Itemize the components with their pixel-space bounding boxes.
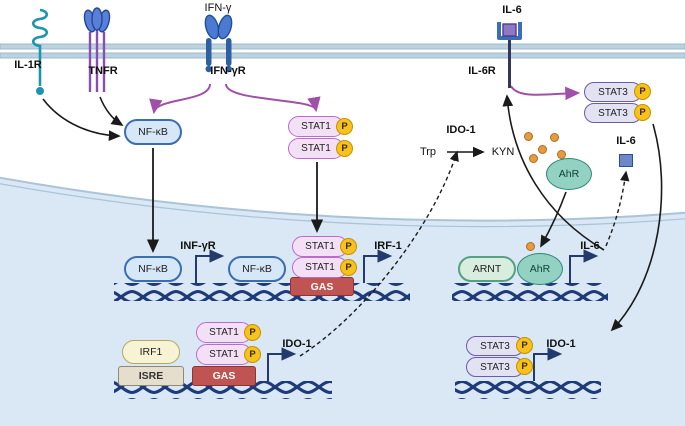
stat3-nucleus-1: STAT3	[466, 336, 524, 356]
kyn-molecule-dot	[550, 133, 559, 142]
nfkb-cytoplasm: NF-κB	[124, 119, 182, 145]
il6-ligand-label: IL-6	[502, 4, 522, 16]
transcription-arrow-ido1-right	[533, 347, 563, 381]
tnfr-receptor-icon	[83, 7, 111, 92]
isre-element: ISRE	[118, 366, 184, 386]
transcription-arrow-il6	[569, 249, 599, 283]
stat3-cytoplasm-1: STAT3	[584, 82, 642, 102]
gene-label-il6: IL-6	[580, 240, 600, 252]
arrow-stat3-to-ido1-gene	[610, 123, 663, 332]
arrow-il6r-to-stat3	[510, 85, 581, 101]
il6-protein-label: IL-6	[616, 135, 636, 147]
arrow-tnfr-to-nfkb	[99, 96, 124, 126]
nfkb-nucleus-1: NF-κB	[124, 256, 182, 282]
gene-label-ido1-left: IDO-1	[282, 338, 312, 350]
arnt-protein: ARNT	[458, 256, 516, 282]
arrow-ifngr-to-stat1	[225, 83, 321, 113]
irf1-protein: IRF1	[122, 340, 180, 364]
nfkb-nucleus-2: NF-κB	[228, 256, 286, 282]
transcription-arrow-infgr	[195, 249, 225, 283]
transcription-arrow-irf1	[363, 249, 393, 283]
stat1-bottomleft-1: STAT1	[196, 322, 252, 343]
transcription-arrow-ido1-left	[267, 347, 297, 381]
gas-element-1: GAS	[290, 277, 354, 296]
arrow-ahr-to-nucleus	[540, 191, 567, 248]
ahr-nucleus: AhR	[517, 253, 563, 285]
phospho-badge: P	[516, 337, 533, 354]
arrow-il1r-to-nfkb	[42, 98, 121, 142]
trp-label: Trp	[419, 146, 437, 158]
arrow-il6-gene-to-il6r	[502, 94, 605, 251]
cell-membrane	[0, 43, 685, 59]
ahr-cytoplasm: AhR	[546, 158, 592, 190]
kyn-molecule-dot	[529, 154, 538, 163]
phospho-badge: P	[634, 104, 651, 121]
ifng-ligand-icon	[204, 14, 233, 40]
gene-label-ido1-right: IDO-1	[546, 338, 576, 350]
ifng-ligand-label: IFN-γ	[204, 2, 232, 14]
stat3-cytoplasm-2: STAT3	[584, 103, 642, 123]
dna-strand-3	[452, 283, 608, 301]
arrow-ifngr-to-nfkb	[149, 83, 211, 115]
dashed-arrow-ido1-gene-to-enzyme	[299, 150, 459, 357]
ifngr-label: IFN-γR	[210, 65, 246, 77]
il1r-receptor-icon	[32, 8, 48, 95]
phospho-badge: P	[244, 324, 261, 341]
il6r-receptor-icon	[497, 22, 522, 88]
phospho-badge: P	[336, 140, 353, 157]
dashed-arrow-il6-gene-to-protein	[605, 170, 630, 247]
gas-element-2: GAS	[192, 366, 256, 386]
kyn-molecule-dot	[538, 145, 547, 154]
gene-label-irf1: IRF-1	[374, 240, 402, 252]
phospho-badge: P	[516, 358, 533, 375]
gene-label-infgr: INF-γR	[180, 240, 216, 252]
ido1-enzyme-label: IDO-1	[446, 124, 476, 136]
stat1-cytoplasm-2: STAT1	[288, 138, 344, 159]
il1r-label: IL-1R	[14, 59, 42, 71]
il6r-label: IL-6R	[468, 65, 496, 77]
phospho-badge: P	[634, 83, 651, 100]
stat1-nucleus-2: STAT1	[292, 257, 348, 278]
kyn-ligand-on-ahr	[526, 242, 535, 251]
tnfr-label: TNFR	[88, 65, 118, 77]
kyn-molecule-dot	[524, 132, 533, 141]
phospho-badge: P	[340, 238, 357, 255]
phospho-badge: P	[336, 118, 353, 135]
stat1-bottomleft-2: STAT1	[196, 344, 252, 365]
phospho-badge: P	[340, 259, 357, 276]
kyn-label: KYN	[491, 146, 515, 158]
ifngr-receptor-icon	[205, 38, 232, 73]
dna-strand-4	[455, 381, 601, 399]
il6-protein-icon	[619, 154, 633, 167]
phospho-badge: P	[244, 346, 261, 363]
dna-strand-1	[114, 283, 410, 301]
